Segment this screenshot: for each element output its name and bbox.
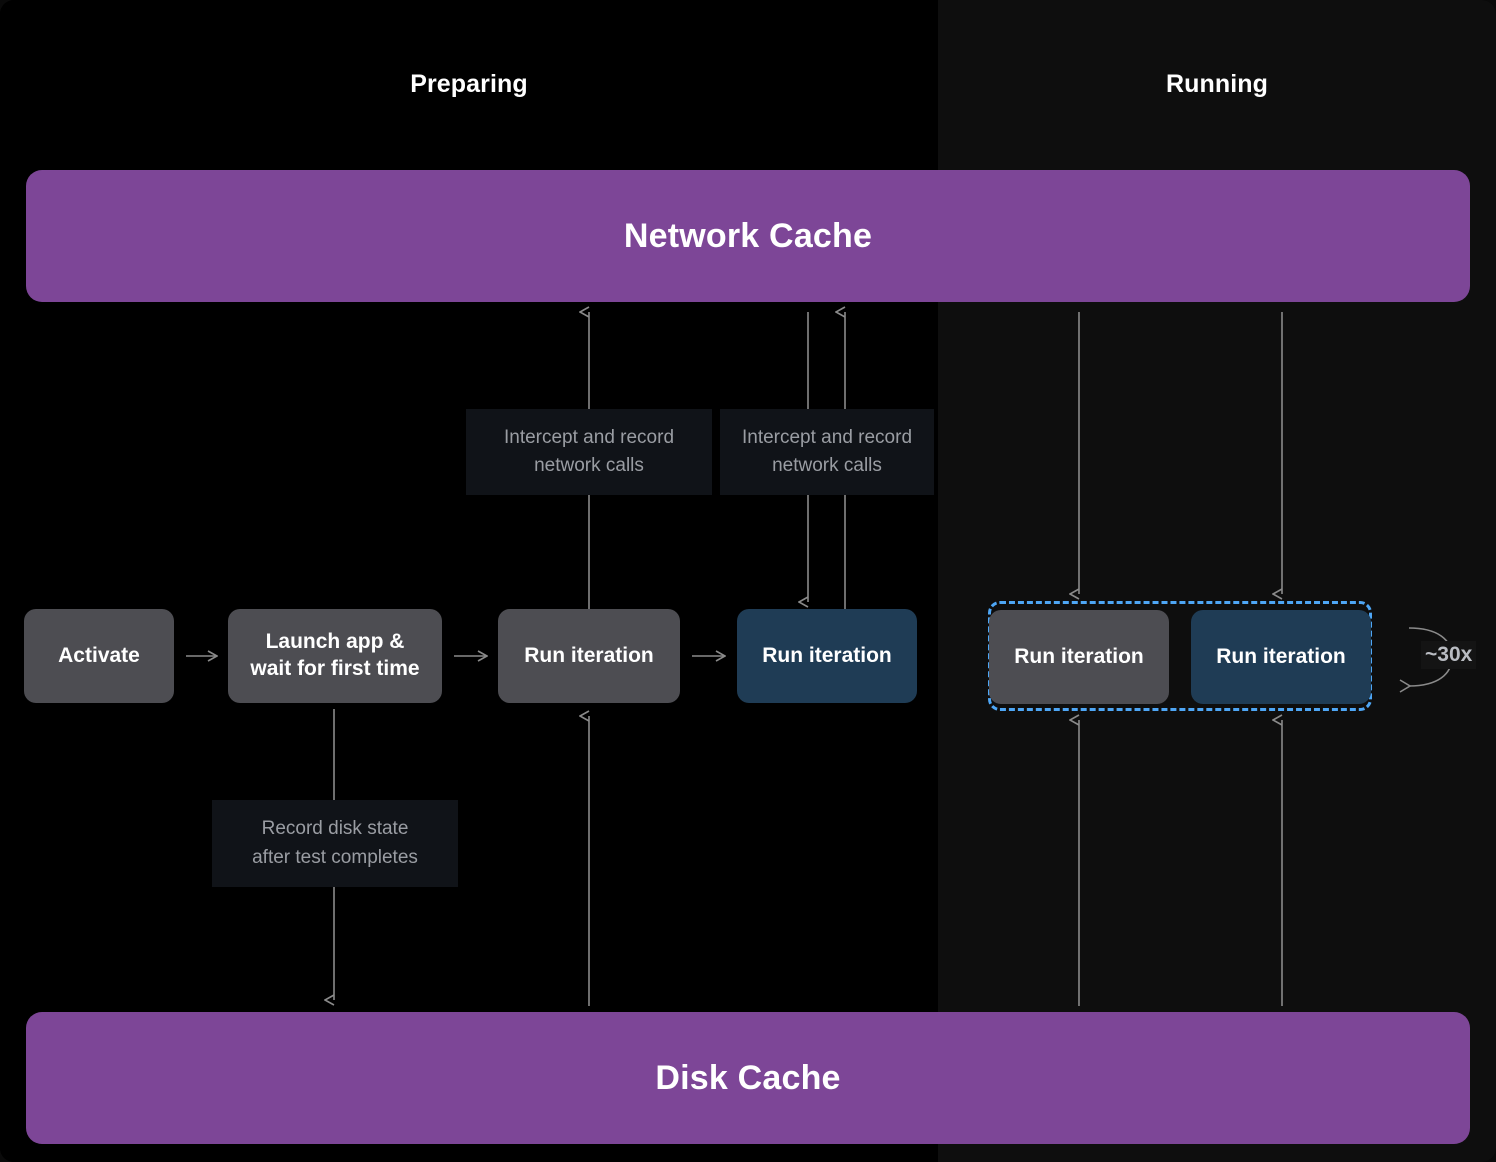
node-run-iteration-2[interactable]: Run iteration xyxy=(737,609,917,703)
node-launch-app-label-line1: Launch app & xyxy=(265,630,405,654)
network-cache-label: Network Cache xyxy=(623,216,873,255)
panel-title-running: Running xyxy=(1165,70,1269,98)
node-activate[interactable]: Activate xyxy=(24,609,174,703)
annotation-line-1: Record disk state xyxy=(261,818,409,839)
node-run-iteration-3-label: Run iteration xyxy=(1014,644,1144,668)
node-launch-app-label-line2: wait for first time xyxy=(250,657,420,680)
annotation-line-1: Intercept and record xyxy=(741,426,913,448)
annotation-line-2: network calls xyxy=(534,455,644,476)
annotation-intercept-network-2: Intercept and record network calls xyxy=(720,409,934,495)
node-run-iteration-2-label: Run iteration xyxy=(762,643,892,667)
annotation-intercept-network-1: Intercept and record network calls xyxy=(466,409,712,495)
node-run-iteration-4[interactable]: Run iteration xyxy=(1191,610,1371,704)
panel-title-preparing: Preparing xyxy=(410,70,528,98)
disk-cache-bar: Disk Cache xyxy=(26,1012,1470,1144)
node-activate-label: Activate xyxy=(58,643,140,667)
disk-cache-label: Disk Cache xyxy=(655,1058,841,1097)
annotation-line-2: after test completes xyxy=(252,846,418,868)
annotation-line-1: Intercept and record xyxy=(503,426,675,448)
node-run-iteration-1-label: Run iteration xyxy=(524,643,654,667)
network-cache-bar: Network Cache xyxy=(26,170,1470,302)
node-launch-app[interactable]: Launch app & wait for first time xyxy=(228,609,442,703)
repeat-count-badge: ~30x xyxy=(1421,641,1477,669)
node-run-iteration-3[interactable]: Run iteration xyxy=(989,610,1169,704)
annotation-record-disk-state: Record disk state after test completes xyxy=(212,800,458,887)
annotation-line-2: network calls xyxy=(772,455,882,476)
node-run-iteration-4-label: Run iteration xyxy=(1216,644,1346,668)
node-run-iteration-1[interactable]: Run iteration xyxy=(498,609,680,703)
node-launch-app-label: Launch app & wait for first time xyxy=(250,629,419,683)
